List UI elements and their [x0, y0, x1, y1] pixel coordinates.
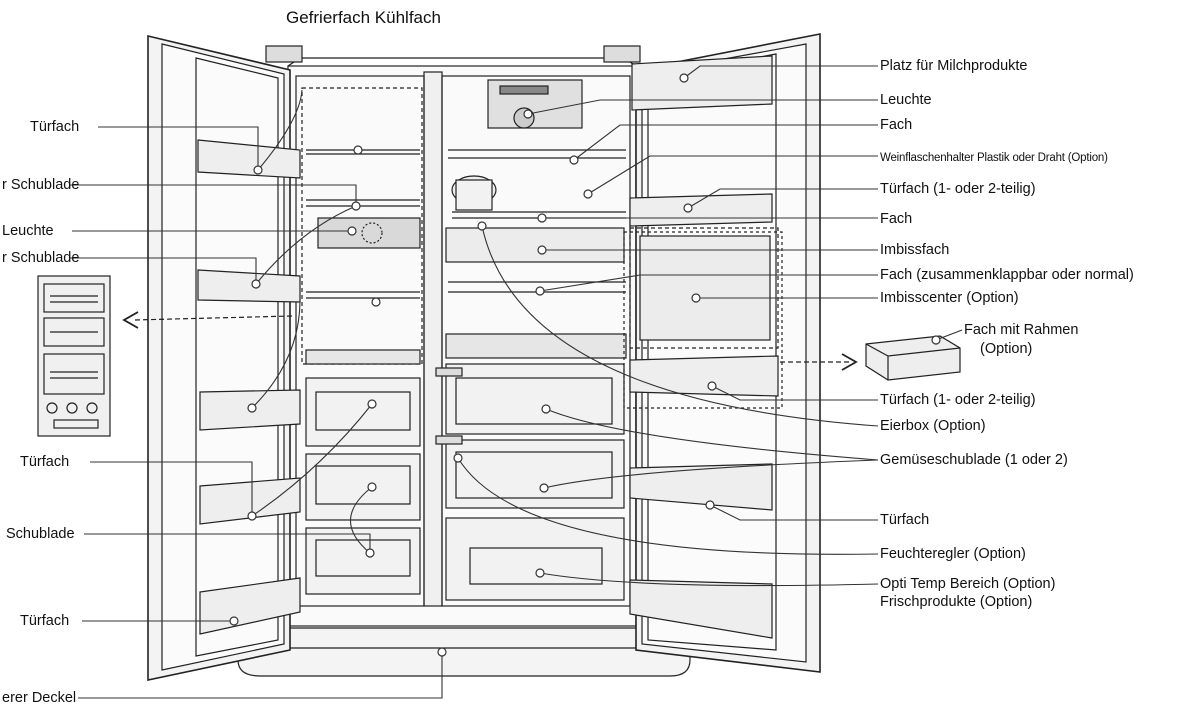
label-frame-shelf: Fach mit Rahmen — [964, 322, 1079, 338]
label-drawer-1: r Schublade — [2, 177, 80, 193]
label-door-shelf-top: Türfach — [30, 119, 80, 135]
diagram-title: Gefrierfach Kühlfach — [286, 8, 441, 27]
label-wine-rack: Weinflaschenhalter Plastik oder Draht (O… — [880, 152, 1108, 164]
label-door-shelf-bottom: Türfach — [20, 613, 70, 629]
label-door-bin-lower: Türfach (1- oder 2-teilig) — [880, 392, 1036, 408]
label-shelf-top: Fach — [880, 117, 913, 133]
label-egg-box: Eierbox (Option) — [880, 418, 986, 434]
label-folding-shelf: Fach (zusammenklappbar oder normal) — [880, 267, 1134, 283]
label-fresh-products: Frischprodukte (Option) — [880, 594, 1033, 610]
label-door-bin-upper: Türfach (1- oder 2-teilig) — [880, 181, 1036, 197]
label-door-shelf-right: Türfach — [880, 512, 930, 528]
label-humidity-control: Feuchteregler (Option) — [880, 546, 1026, 562]
label-lower-cover: erer Deckel — [2, 690, 77, 706]
label-freezer-drawer: Schublade — [6, 526, 75, 542]
label-opti-temp: Opti Temp Bereich (Option) — [880, 576, 1056, 592]
label-fridge-light: Leuchte — [880, 92, 932, 108]
label-door-shelf-middle: Türfach — [20, 454, 70, 470]
label-vegetable-drawer: Gemüseschublade (1 oder 2) — [880, 452, 1068, 468]
label-drawer-2: r Schublade — [2, 250, 80, 266]
label-snack-center: Imbisscenter (Option) — [880, 290, 1019, 306]
label-snack-drawer: Imbissfach — [880, 242, 950, 258]
label-freezer-light: Leuchte — [2, 223, 54, 239]
label-dairy-compartment: Platz für Milchprodukte — [880, 58, 1028, 74]
label-shelf-middle: Fach — [880, 211, 913, 227]
label-frame-shelf-option: (Option) — [980, 341, 1033, 357]
